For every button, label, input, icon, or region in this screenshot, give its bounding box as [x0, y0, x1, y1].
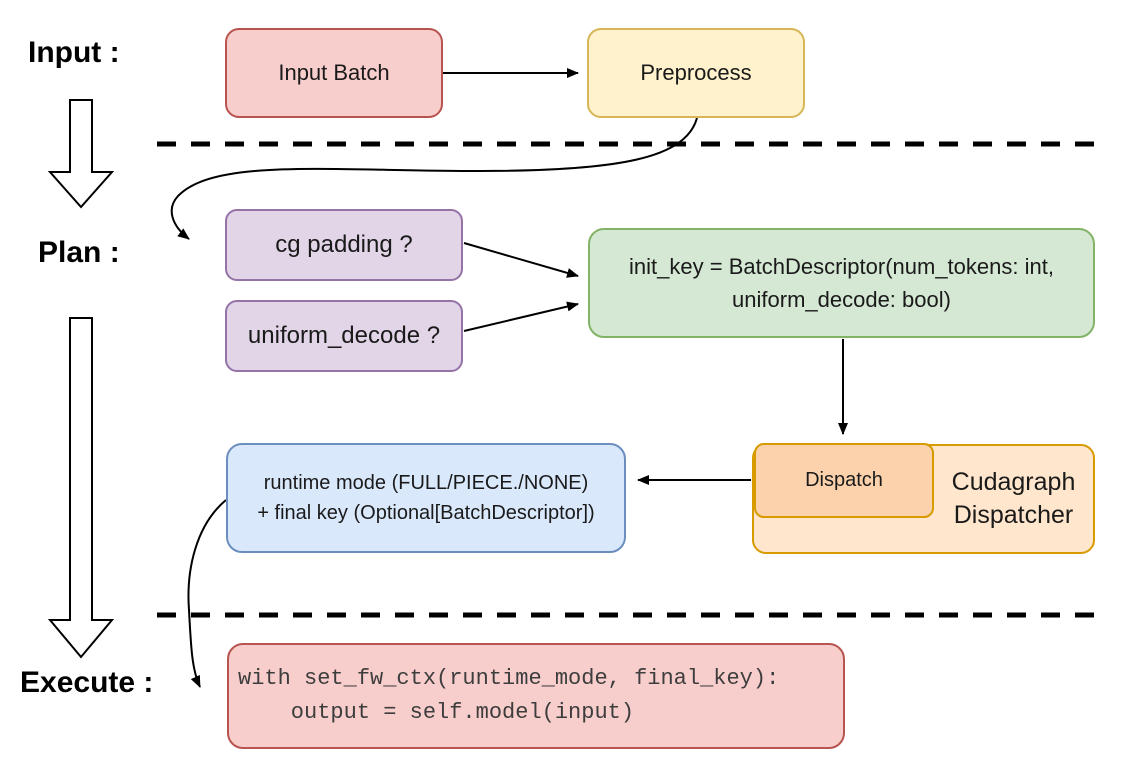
node-init-key-line2: uniform_decode: bool)	[732, 287, 951, 312]
node-execute-code: with set_fw_ctx(runtime_mode, final_key)…	[227, 643, 845, 749]
arrow-runtimemode-to-execute	[187, 499, 227, 688]
arrow-preprocess-to-plan	[170, 117, 698, 240]
node-init-key-line1: init_key = BatchDescriptor(num_tokens: i…	[629, 254, 1054, 279]
node-input-batch-label: Input Batch	[278, 60, 390, 85]
node-init-key: init_key = BatchDescriptor(num_tokens: i…	[588, 228, 1095, 338]
execute-code-line2: output = self.model(input)	[238, 700, 635, 725]
node-preprocess-label: Preprocess	[640, 60, 752, 85]
node-runtime-mode-line1: runtime mode (FULL/PIECE./NONE)	[263, 472, 589, 494]
node-preprocess: Preprocess	[587, 28, 805, 118]
node-uniform-decode-label: uniform_decode ?	[247, 322, 441, 349]
stage-label-execute: Execute :	[20, 666, 154, 699]
node-runtime-mode: runtime mode (FULL/PIECE./NONE) + final …	[226, 443, 626, 553]
input-stage-down-arrow-icon	[47, 99, 115, 209]
node-dispatch: Dispatch	[754, 443, 934, 518]
node-cudagraph-dispatcher-line2: Dispatcher	[953, 501, 1074, 529]
node-cudagraph-dispatcher-text: Cudagraph Dispatcher	[936, 446, 1091, 552]
node-uniform-decode: uniform_decode ?	[225, 300, 463, 372]
execute-code-line1: with set_fw_ctx(runtime_mode, final_key)…	[238, 666, 780, 691]
plan-stage-down-arrow-icon	[47, 317, 115, 659]
stage-label-input: Input :	[28, 36, 120, 69]
node-cg-padding-label: cg padding ?	[275, 231, 413, 258]
node-runtime-mode-line2: + final key (Optional[BatchDescriptor])	[257, 502, 595, 524]
stage-label-plan: Plan :	[38, 236, 120, 269]
arrow-cgpadding-to-initkey	[463, 242, 579, 278]
node-cudagraph-dispatcher-line1: Cudagraph	[951, 468, 1076, 496]
node-input-batch: Input Batch	[225, 28, 443, 118]
node-dispatch-label: Dispatch	[805, 469, 883, 491]
arrow-uniformdecode-to-initkey	[463, 301, 579, 332]
node-cg-padding: cg padding ?	[225, 209, 463, 281]
